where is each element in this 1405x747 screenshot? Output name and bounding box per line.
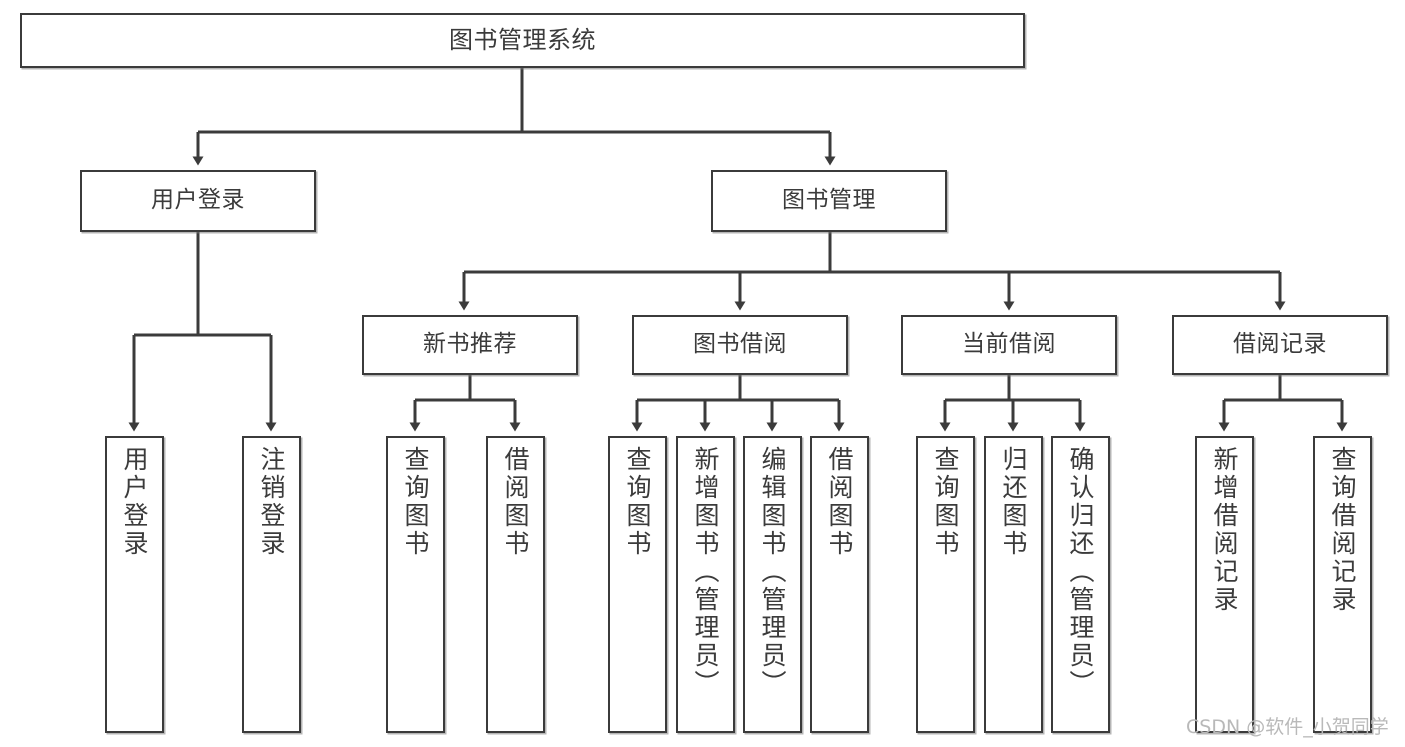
leaf-user-login-login[interactable]: 用户登录	[105, 436, 164, 733]
node-label: 图书管理	[782, 187, 876, 214]
node-book-borrow[interactable]: 图书借阅	[632, 315, 848, 375]
node-label: 用户登录	[120, 446, 149, 558]
node-label: 新增图书（管理员）	[691, 446, 720, 698]
node-label: 确认归还（管理员）	[1066, 446, 1095, 698]
leaf-record-query-record[interactable]: 查询借阅记录	[1313, 436, 1372, 733]
node-label: 借阅图书	[501, 446, 530, 558]
csdn-watermark: CSDN @软件_小贺同学	[1186, 716, 1389, 738]
leaf-current-return-book[interactable]: 归还图书	[984, 436, 1043, 733]
leaf-borrow-borrow-book[interactable]: 借阅图书	[810, 436, 869, 733]
node-label: 用户登录	[151, 187, 245, 214]
node-label: 编辑图书（管理员）	[758, 446, 787, 698]
leaf-current-query-book[interactable]: 查询图书	[916, 436, 975, 733]
node-label: 图书管理系统	[449, 26, 596, 55]
node-root-system[interactable]: 图书管理系统	[20, 13, 1025, 68]
node-label: 查询图书	[931, 446, 960, 558]
node-book-management[interactable]: 图书管理	[711, 170, 947, 232]
leaf-record-add-record[interactable]: 新增借阅记录	[1195, 436, 1254, 733]
node-borrow-record[interactable]: 借阅记录	[1172, 315, 1388, 375]
node-label: 归还图书	[999, 446, 1028, 558]
node-label: 注销登录	[257, 446, 286, 558]
node-label: 借阅记录	[1233, 331, 1327, 358]
leaf-user-login-logout[interactable]: 注销登录	[242, 436, 301, 733]
node-label: 新增借阅记录	[1210, 446, 1239, 614]
node-label: 查询图书	[401, 446, 430, 558]
node-label: 图书借阅	[693, 331, 787, 358]
node-label: 查询借阅记录	[1328, 446, 1357, 614]
node-label: 新书推荐	[423, 331, 517, 358]
leaf-borrow-add-book-admin[interactable]: 新增图书（管理员）	[676, 436, 735, 733]
node-label: 当前借阅	[962, 331, 1056, 358]
leaf-borrow-edit-book-admin[interactable]: 编辑图书（管理员）	[743, 436, 802, 733]
node-new-book-recommend[interactable]: 新书推荐	[362, 315, 578, 375]
leaf-new-book-borrow[interactable]: 借阅图书	[486, 436, 545, 733]
node-user-login[interactable]: 用户登录	[80, 170, 316, 232]
leaf-borrow-query-book[interactable]: 查询图书	[608, 436, 667, 733]
leaf-current-confirm-return-admin[interactable]: 确认归还（管理员）	[1051, 436, 1110, 733]
node-current-borrow[interactable]: 当前借阅	[901, 315, 1117, 375]
node-label: 查询图书	[623, 446, 652, 558]
leaf-new-book-query[interactable]: 查询图书	[386, 436, 445, 733]
node-label: 借阅图书	[825, 446, 854, 558]
